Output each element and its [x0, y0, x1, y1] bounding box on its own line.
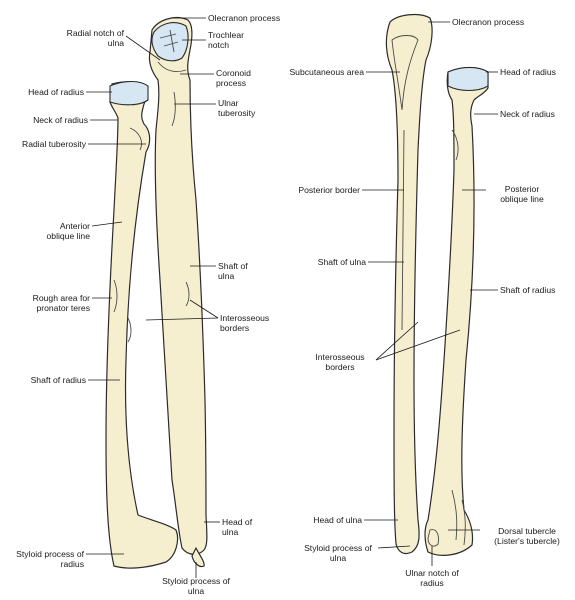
label-posterior-oblique-line: Posterior oblique line	[500, 184, 544, 204]
posterior-ulna	[385, 13, 433, 555]
label-anterior-head-of-radius: Head of radius	[28, 87, 84, 97]
label-anterior-head-of-ulna: Head of ulna	[222, 517, 253, 537]
label-posterior-interosseous-borders: Interosseous borders	[315, 352, 365, 372]
label-posterior-shaft-of-ulna: Shaft of ulna	[317, 257, 366, 267]
posterior-radius	[424, 66, 489, 556]
label-trochlear-notch: Trochlear notch	[208, 30, 244, 50]
posterior-radial-head	[447, 66, 489, 92]
anterior-radius	[105, 81, 179, 569]
subcutaneous-area-outline	[391, 35, 419, 111]
label-posterior-border: Posterior border	[298, 185, 360, 195]
anterior-leader-lines	[86, 17, 220, 578]
label-anterior-olecranon-process: Olecranon process	[208, 13, 281, 23]
anterior-ulna-styloid	[191, 547, 205, 568]
label-posterior-head-of-ulna: Head of ulna	[313, 515, 362, 525]
label-radial-tuberosity: Radial tuberosity	[21, 139, 86, 149]
label-posterior-styloid-process-of-ulna: Styloid process of ulna	[304, 543, 372, 563]
label-anterior-oblique-line: Anterior oblique line	[46, 221, 90, 241]
label-styloid-process-of-radius: Styloid process of radius	[16, 549, 84, 569]
label-anterior-styloid-process-of-ulna: Styloid process of ulna	[162, 576, 230, 596]
anterior-ulna	[148, 17, 208, 555]
label-ulnar-notch-of-radius: Ulnar notch of radius	[405, 568, 459, 588]
label-posterior-olecranon-process: Olecranon process	[452, 17, 525, 27]
label-anterior-interosseous-borders: Interosseous borders	[220, 313, 270, 333]
label-dorsal-tubercle: Dorsal tubercle (Lister's tubercle)	[494, 526, 560, 546]
label-anterior-neck-of-radius: Neck of radius	[33, 115, 88, 125]
label-radial-notch-of-ulna: Radial notch of ulna	[66, 28, 124, 48]
label-rough-area-pronator-teres: Rough area for pronator teres	[32, 293, 90, 313]
trochlear-notch-cartilage	[151, 22, 189, 62]
label-posterior-head-of-radius: Head of radius	[500, 67, 556, 77]
posterior-leader-lines	[362, 21, 498, 566]
label-ulnar-tuberosity: Ulnar tuberosity	[218, 98, 256, 118]
label-subcutaneous-area: Subcutaneous area	[289, 67, 364, 77]
label-posterior-shaft-of-radius: Shaft of radius	[500, 285, 556, 295]
label-anterior-shaft-of-radius: Shaft of radius	[30, 375, 86, 385]
anterior-radial-head	[109, 80, 149, 106]
label-coronoid-process: Coronoid process	[216, 68, 251, 88]
coronoid-outline	[157, 61, 187, 73]
label-anterior-shaft-of-ulna: Shaft of ulna	[218, 261, 248, 281]
label-posterior-neck-of-radius: Neck of radius	[500, 109, 555, 119]
